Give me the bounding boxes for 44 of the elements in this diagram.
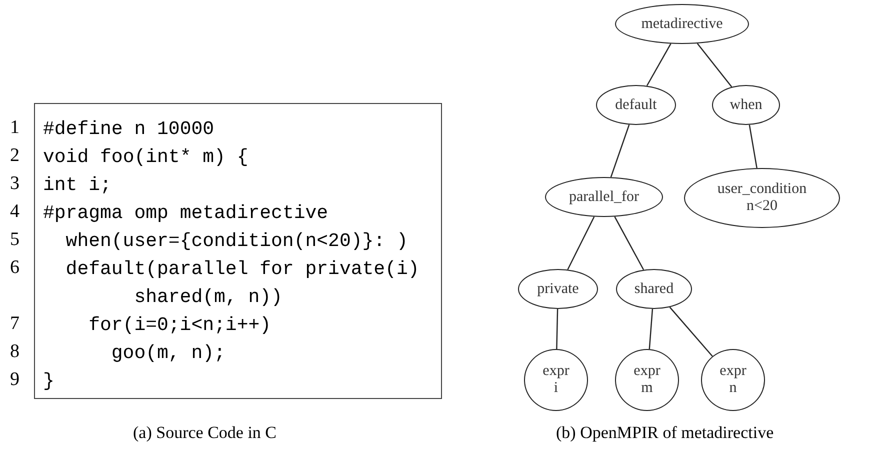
node-label: n: [729, 380, 737, 397]
subcaption: (b) OpenMPIR of metadirective: [556, 422, 774, 444]
line-number: 9: [10, 368, 20, 392]
node-label: private: [537, 280, 579, 298]
line-number: 2: [10, 144, 20, 168]
code-line: void foo(int* m) {: [43, 145, 250, 170]
code-line: int i;: [43, 173, 112, 198]
tree-edge: [610, 124, 630, 178]
code-line: }: [43, 369, 56, 394]
tree-edge: [648, 308, 654, 350]
node-label: shared: [634, 280, 674, 298]
line-number: 3: [10, 172, 20, 196]
subcaption: (a) Source Code in C: [133, 422, 277, 444]
node-label: when: [730, 96, 762, 114]
node-label: default: [615, 96, 657, 114]
node-label: expr: [634, 363, 660, 380]
node-label: i: [554, 380, 558, 397]
line-number: 5: [10, 228, 20, 252]
line-number: 8: [10, 340, 20, 364]
node-label: expr: [720, 363, 746, 380]
tree-edge: [669, 306, 713, 357]
node-label: parallel_for: [569, 188, 639, 206]
code-listing-box: [34, 103, 442, 399]
line-number: 1: [10, 116, 20, 140]
node-label: m: [641, 380, 653, 397]
tree-edge: [646, 43, 672, 86]
tree-edge: [748, 124, 758, 168]
line-number: 4: [10, 200, 20, 224]
code-line: #define n 10000: [43, 117, 216, 142]
code-line: goo(m, n);: [110, 341, 226, 366]
code-line: default(parallel for private(i) shared(m, n)): [64, 257, 420, 310]
line-number: 7: [10, 312, 20, 336]
code-line: #pragma omp metadirective: [43, 201, 330, 226]
tree-edge: [696, 43, 732, 88]
tree-edge: [556, 308, 558, 350]
code-line: when(user={condition(n<20)}: ): [64, 229, 409, 254]
node-label: user_condition: [717, 181, 807, 198]
line-number: 6: [10, 256, 20, 280]
node-label: metadirective: [641, 16, 723, 32]
code-line: for(i=0;i<n;i++): [88, 313, 272, 338]
node-label: expr: [542, 363, 570, 380]
tree-edge: [614, 216, 644, 270]
tree-edge: [567, 216, 595, 270]
node-label: n<20: [746, 198, 778, 215]
